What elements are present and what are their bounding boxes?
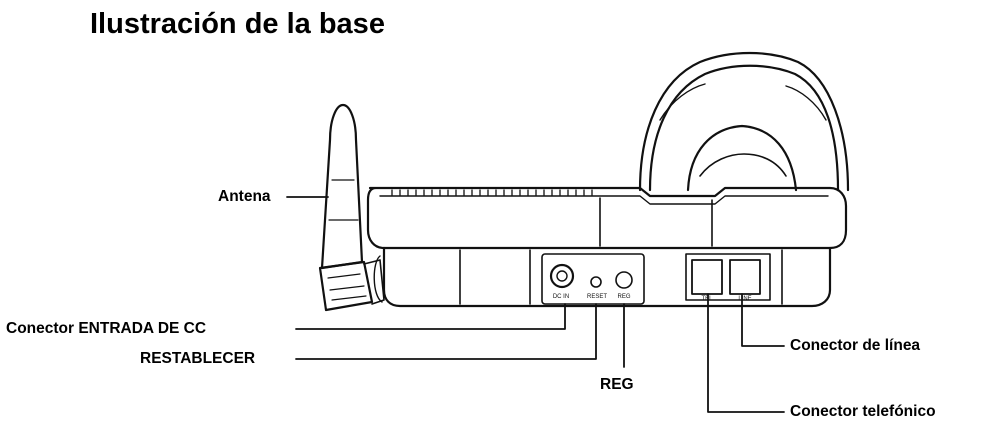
label-antenna: Antena [218,188,271,205]
panel-text-line: LINE [738,296,751,302]
label-reg: REG [600,376,634,393]
label-line-jack: Conector de línea [790,337,921,354]
handset [638,51,850,192]
panel-text-dc: DC IN [553,294,569,300]
base-body [366,186,848,308]
label-reset: RESTABLECER [140,350,256,367]
leader-lines [286,196,785,413]
panel-text-reset: RESET [587,294,607,300]
connector-panel [541,253,771,305]
label-dc-in: Conector ENTRADA DE CC [6,320,207,337]
panel-text-tel: TEL [701,296,713,302]
label-phone-jack: Conector telefónico [790,403,936,420]
panel-text-reg: REG [617,294,630,300]
diagram-title: Ilustración de la base [90,8,385,40]
antenna [318,103,385,312]
